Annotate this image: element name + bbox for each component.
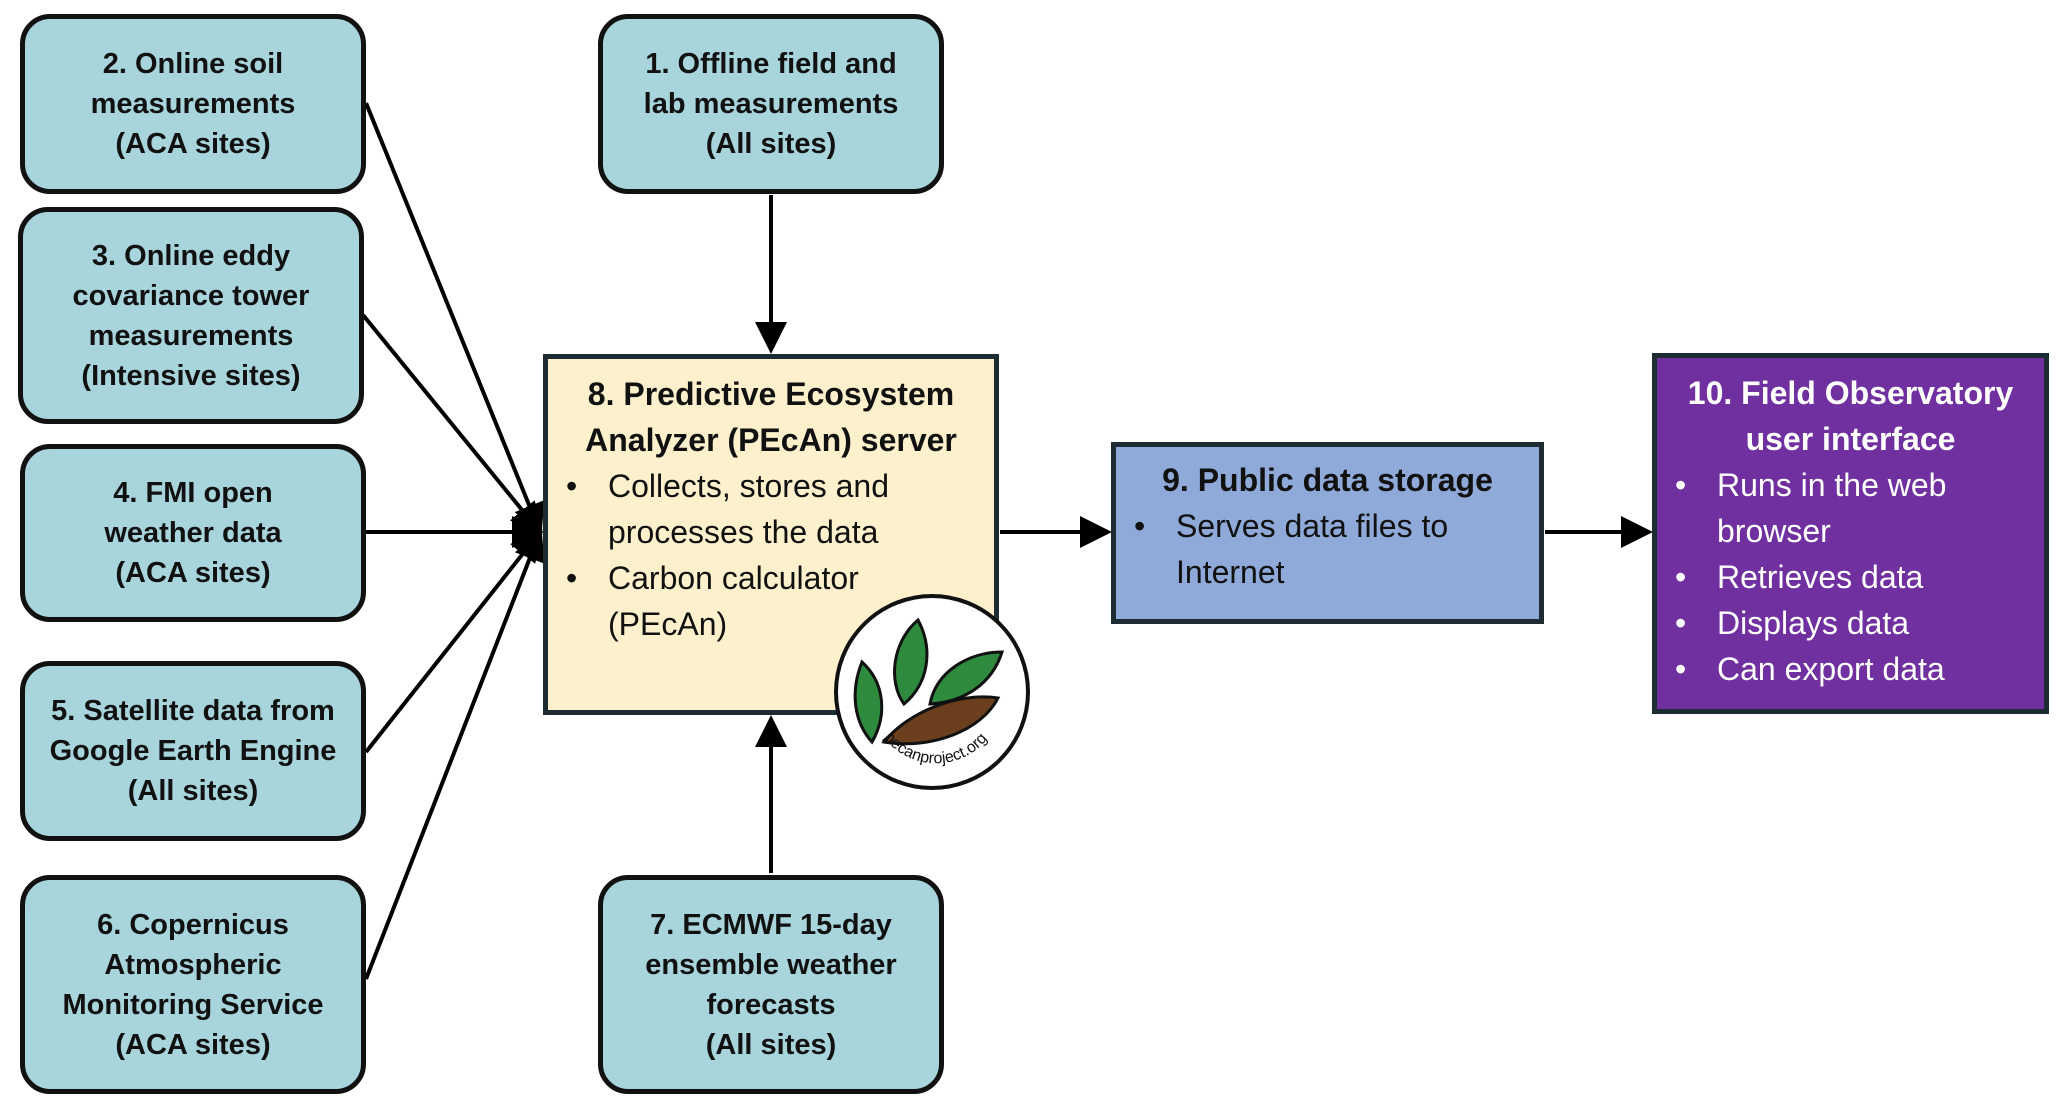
soil-seed-icon (881, 695, 1001, 746)
ui-bullet-3: Displays data (1657, 600, 2044, 646)
node-6-line-1: 6. Copernicus (97, 908, 289, 941)
node-5-line-3: (All sites) (127, 775, 259, 807)
storage-title: 9. Public data storage (1162, 462, 1493, 498)
node-6-line-2: Atmospheric (104, 948, 282, 981)
ui-title-line-2: user interface (1745, 421, 1956, 457)
node-2-line-2: measurements (90, 88, 296, 120)
leaf-icon-middle (893, 617, 929, 707)
node-3-line-1: 3. Online eddy (91, 239, 291, 272)
node-2-line-1: 2. Online soil (102, 48, 284, 80)
arrow-3-to-8 (361, 313, 543, 536)
node-7-line-3: forecasts (706, 988, 836, 1021)
node-5-line-2: Google Earth Engine (49, 735, 337, 767)
server-bullet-2-line-1: Carbon calculator (608, 560, 859, 596)
arrow-2-to-8 (364, 102, 545, 536)
node-ecmwf-forecasts: 7. ECMWF 15-day ensemble weather forecas… (598, 875, 944, 1094)
node-satellite-data: 5. Satellite data from Google Earth Engi… (20, 661, 366, 841)
node-7-line-1: 7. ECMWF 15-day (650, 908, 892, 941)
ui-title-line-1: 10. Field Observatory (1687, 375, 2014, 411)
ui-bullet-list: Runs in the web browser Retrieves data D… (1657, 462, 2044, 692)
node-eddy-covariance: 3. Online eddy covariance tower measurem… (18, 207, 364, 424)
node-online-soil: 2. Online soil measurements (ACA sites) (20, 14, 366, 194)
node-3-line-4: (Intensive sites) (81, 359, 301, 392)
storage-bullet-1: Serves data files to Internet (1116, 503, 1539, 595)
ui-bullet-3-line-1: Displays data (1717, 605, 1910, 641)
leaf-icon-right (928, 650, 1005, 706)
node-field-observatory-ui: 10. Field Observatory user interface Run… (1652, 353, 2049, 714)
node-offline-measurements: 1. Offline field and lab measurements (A… (598, 14, 944, 194)
node-1-line-1: 1. Offline field and (645, 48, 897, 80)
node-3-line-3: measurements (88, 319, 294, 352)
node-fmi-weather: 4. FMI open weather data (ACA sites) (20, 444, 366, 622)
server-title-line-1: 8. Predictive Ecosystem (587, 376, 955, 412)
node-6-line-3: Monitoring Service (62, 988, 324, 1021)
server-bullet-1-line-2: processes the data (608, 514, 879, 550)
node-5-line-1: 5. Satellite data from (51, 695, 335, 727)
node-4-line-2: weather data (104, 517, 282, 549)
server-bullet-1-line-1: Collects, stores and (608, 468, 890, 504)
node-1-line-2: lab measurements (643, 88, 899, 120)
node-7-line-4: (All sites) (705, 1028, 837, 1061)
node-7-line-2: ensemble weather (645, 948, 897, 981)
node-3-line-2: covariance tower (72, 279, 310, 312)
node-4-line-3: (ACA sites) (115, 557, 271, 589)
ui-bullet-1: Runs in the web browser (1657, 462, 2044, 554)
node-6-line-4: (ACA sites) (115, 1028, 271, 1061)
node-4-line-1: 4. FMI open (113, 477, 273, 509)
ui-bullet-1-line-1: Runs in the web (1717, 467, 1947, 503)
ui-bullet-2-line-1: Retrieves data (1717, 559, 1924, 595)
ui-bullet-2: Retrieves data (1657, 554, 2044, 600)
node-2-line-3: (ACA sites) (115, 128, 271, 160)
leaf-icon-left (853, 659, 884, 745)
ui-bullet-1-line-2: browser (1717, 513, 1831, 549)
storage-bullet-1-line-1: Serves data files to (1176, 508, 1449, 544)
ui-bullet-4: Can export data (1657, 646, 2044, 692)
node-1-line-3: (All sites) (705, 128, 837, 160)
node-copernicus: 6. Copernicus Atmospheric Monitoring Ser… (20, 875, 366, 1094)
storage-bullet-1-line-2: Internet (1176, 554, 1285, 590)
storage-bullet-list: Serves data files to Internet (1116, 503, 1539, 595)
pecan-logo: pecanproject.org (834, 594, 1030, 790)
server-bullet-list: Collects, stores and processes the data … (548, 463, 994, 647)
server-bullet-2-line-2: (PEcAn) (608, 606, 728, 642)
server-bullet-2: Carbon calculator (PEcAn) (548, 555, 994, 647)
server-title-line-2: Analyzer (PEcAn) server (585, 422, 957, 458)
arrow-5-to-8 (364, 528, 543, 754)
arrow-6-to-8 (364, 528, 545, 980)
node-public-data-storage: 9. Public data storage Serves data files… (1111, 442, 1544, 624)
server-bullet-1: Collects, stores and processes the data (548, 463, 994, 555)
ui-bullet-4-line-1: Can export data (1717, 651, 1945, 687)
